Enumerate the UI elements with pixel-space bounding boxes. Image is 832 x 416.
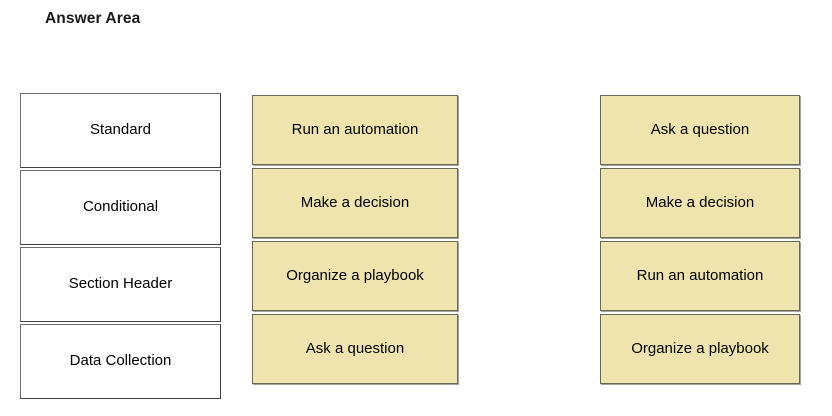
source-option-label: Run an automation <box>291 120 419 138</box>
answer-option-label: Make a decision <box>645 193 755 211</box>
categories-column: Standard Conditional Section Header Data… <box>20 93 221 399</box>
answer-option-label: Organize a playbook <box>631 339 769 357</box>
answer-option-4[interactable]: Organize a playbook <box>600 314 800 384</box>
category-box-1[interactable]: Standard <box>20 93 221 168</box>
category-box-2[interactable]: Conditional <box>20 170 221 245</box>
answer-option-1[interactable]: Ask a question <box>600 95 800 165</box>
category-label: Data Collection <box>69 352 172 370</box>
source-option-4[interactable]: Ask a question <box>252 314 458 384</box>
category-box-3[interactable]: Section Header <box>20 247 221 322</box>
source-option-label: Make a decision <box>300 193 410 211</box>
source-option-1[interactable]: Run an automation <box>252 95 458 165</box>
answer-option-3[interactable]: Run an automation <box>600 241 800 311</box>
category-label: Section Header <box>68 275 173 293</box>
answer-option-label: Run an automation <box>636 266 764 284</box>
answer-option-2[interactable]: Make a decision <box>600 168 800 238</box>
page-title: Answer Area <box>45 10 141 27</box>
category-label: Standard <box>90 121 151 139</box>
source-options-column: Run an automation Make a decision Organi… <box>252 95 458 384</box>
source-option-3[interactable]: Organize a playbook <box>252 241 458 311</box>
source-option-label: Organize a playbook <box>286 266 424 284</box>
source-option-2[interactable]: Make a decision <box>252 168 458 238</box>
answer-options-column: Ask a question Make a decision Run an au… <box>600 95 800 384</box>
category-box-4[interactable]: Data Collection <box>20 324 221 399</box>
answer-option-label: Ask a question <box>650 120 750 138</box>
category-label: Conditional <box>82 198 159 216</box>
source-option-label: Ask a question <box>305 339 405 357</box>
